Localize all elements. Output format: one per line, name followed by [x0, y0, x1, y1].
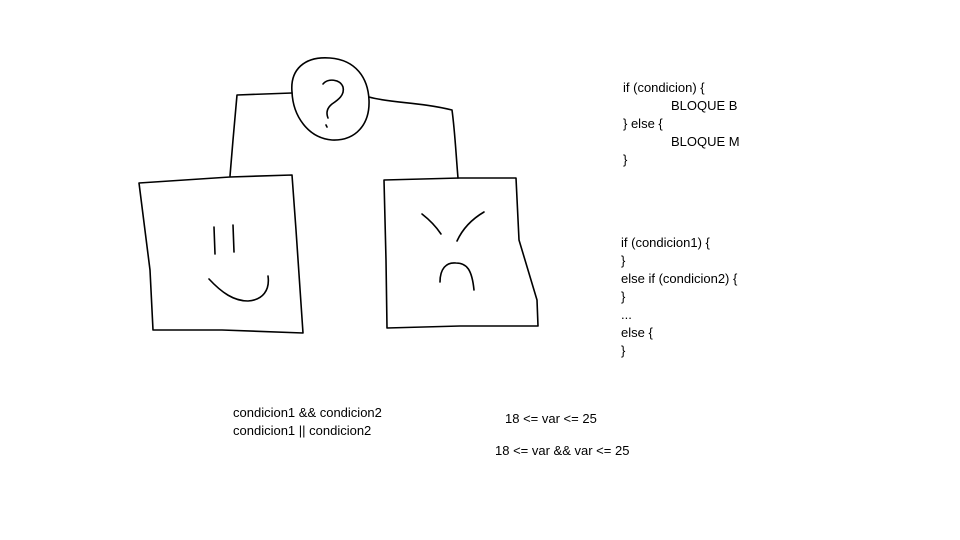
left-branch-line	[229, 92, 293, 177]
chain-line-else: else {	[621, 325, 653, 340]
chain-line-close-2: }	[621, 289, 626, 304]
chain-line-ellipsis: ...	[621, 307, 632, 322]
happy-box	[138, 174, 304, 334]
code-line-block-b: BLOQUE B	[671, 98, 738, 113]
happy-face-smile	[208, 275, 270, 302]
code-line-close: }	[623, 152, 628, 167]
else-if-chain-code: if (condicion1) { } else if (condicion2)…	[621, 234, 737, 360]
right-branch-line	[368, 96, 459, 179]
chain-line-if: if (condicion1) {	[621, 235, 710, 250]
happy-face-icon	[213, 226, 216, 255]
angry-box	[383, 177, 539, 329]
code-line-if: if (condicion) {	[623, 80, 705, 95]
chain-line-else-if: else if (condicion2) {	[621, 271, 738, 286]
chain-line-close-1: }	[621, 253, 626, 268]
or-expression: condicion1 || condicion2	[233, 423, 372, 438]
and-expression: condicion1 && condicion2	[233, 405, 382, 420]
logical-operators: condicion1 && condicion2 condicion1 || c…	[233, 404, 382, 440]
range-code-notation: 18 <= var && var <= 25	[495, 443, 630, 458]
question-mark-dot	[325, 124, 328, 128]
angry-face-icon	[421, 213, 442, 235]
chain-line-close-3: }	[621, 343, 626, 358]
happy-face-eye	[232, 224, 235, 253]
happy-outcome	[138, 174, 304, 334]
angry-face-frown	[439, 262, 475, 291]
angry-outcome	[383, 177, 539, 329]
decision-node	[291, 57, 370, 141]
code-line-block-m: BLOQUE M	[671, 134, 740, 149]
question-mark-icon	[322, 79, 345, 119]
range-math-notation: 18 <= var <= 25	[505, 411, 597, 426]
decision-circle	[291, 57, 370, 141]
angry-face-brow	[456, 211, 485, 242]
code-line-else: } else {	[623, 116, 663, 131]
if-else-code: if (condicion) { BLOQUE B } else { BLOQU…	[623, 79, 740, 169]
